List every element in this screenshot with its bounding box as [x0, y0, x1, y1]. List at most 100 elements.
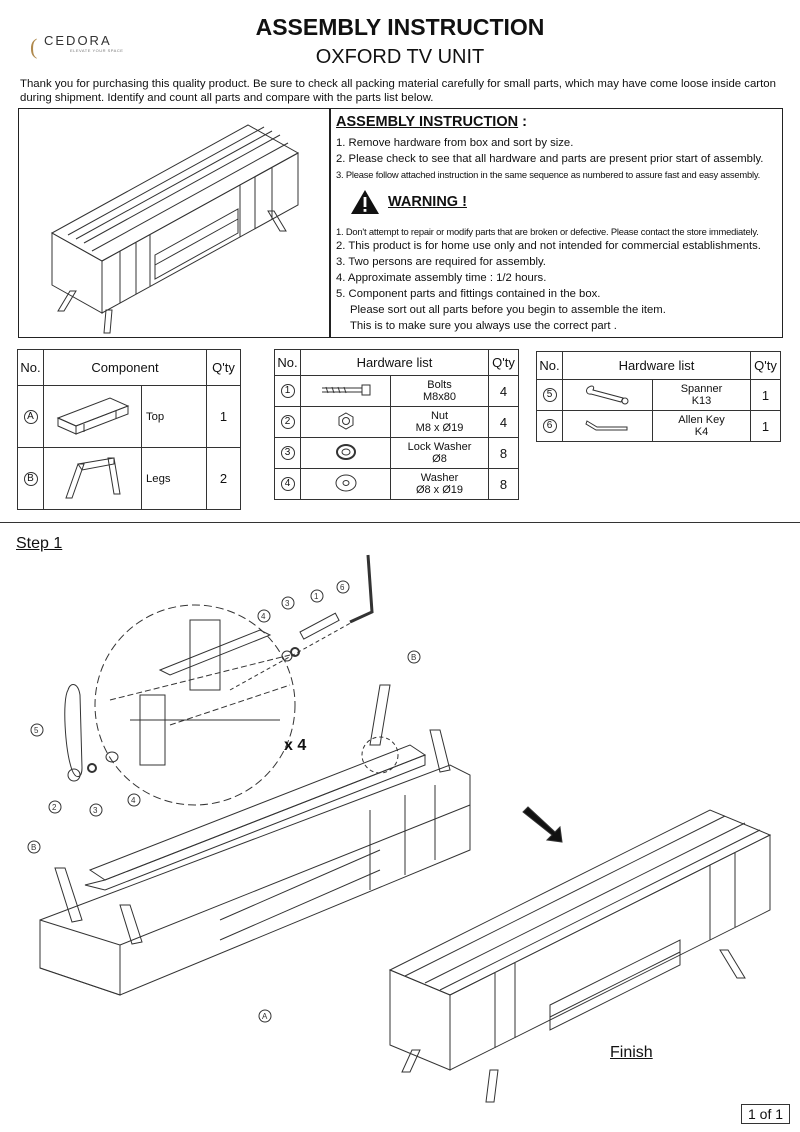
tv-unit-illustration: [50, 124, 300, 334]
hardware-qty: 4: [488, 375, 519, 407]
callout-a: A: [258, 1009, 272, 1023]
warning-item: 5. Component parts and fittings containe…: [336, 288, 601, 300]
brand-name: CEDORA: [44, 33, 112, 48]
svg-text:A: A: [262, 1012, 268, 1021]
finished-unit: [388, 809, 772, 996]
part-id: 3: [280, 446, 295, 460]
instructions-heading: ASSEMBLY INSTRUCTION :: [336, 114, 527, 130]
component-table: No. Component Q'ty A Top 1 B Legs 2: [17, 349, 241, 510]
callout-1: 1: [310, 589, 324, 603]
section-divider: [0, 522, 800, 523]
intro-text: Thank you for purchasing this quality pr…: [20, 78, 776, 104]
column-header-qty: Q'ty: [488, 349, 519, 376]
part-id: 4: [280, 477, 295, 491]
hardware-name: Bolts: [427, 379, 452, 391]
part-id: B: [23, 471, 38, 486]
part-id: 6: [542, 419, 557, 433]
warning-item: 3. Two persons are required for assembly…: [336, 256, 546, 268]
hardware-spec: K4: [694, 426, 709, 438]
document-title: ASSEMBLY INSTRUCTION: [255, 14, 545, 40]
instruction-step: 1. Remove hardware from box and sort by …: [336, 137, 574, 149]
svg-text:2: 2: [52, 803, 57, 812]
hardware-spec: K13: [691, 395, 712, 407]
spanner-part: [64, 684, 83, 777]
svg-text:3: 3: [93, 806, 98, 815]
instruction-step: 3. Please follow attached instruction in…: [336, 169, 761, 180]
hardware-name: Washer: [420, 472, 459, 484]
part-id: 5: [542, 388, 557, 402]
warning-triangle-icon: [351, 190, 379, 214]
svg-text:1: 1: [314, 592, 319, 601]
svg-text:B: B: [31, 843, 36, 852]
callout-4: 4: [257, 609, 271, 623]
allen-key-part: [349, 554, 374, 624]
hardware-spec: Ø8: [432, 453, 447, 465]
svg-text:5: 5: [34, 726, 39, 735]
svg-text:B: B: [411, 653, 416, 662]
part-id: 1: [280, 384, 295, 398]
instruction-step: 2. Please check to see that all hardware…: [336, 153, 764, 165]
hardware-name: Lock Washer: [407, 441, 472, 453]
part-name: Legs: [141, 447, 207, 510]
brand-tagline: ELEVATE YOUR SPACE: [70, 48, 124, 53]
column-header-qty: Q'ty: [750, 351, 781, 380]
detail-zoom-circle: [94, 604, 296, 806]
lock-washer-part: [290, 647, 300, 657]
part-qty: 2: [206, 447, 241, 510]
bolt-icon: [321, 384, 370, 395]
column-header-no: No.: [274, 349, 301, 376]
warning-item: 1. Don't attempt to repair or modify par…: [336, 226, 759, 237]
brand-logo: ( CEDORA ELEVATE YOUR SPACE: [30, 30, 140, 59]
product-illustration-frame: [18, 108, 330, 338]
document-subtitle: OXFORD TV UNIT: [315, 46, 485, 68]
bolt-part: [299, 612, 340, 640]
exploded-assembly-diagram: 1 3 4 6 5 2 3 4 B B A x 4: [27, 554, 772, 1103]
svg-text:6: 6: [340, 583, 345, 592]
callout-4b: 4: [127, 793, 141, 807]
svg-text:4: 4: [131, 796, 136, 805]
hardware-qty: 1: [750, 410, 781, 442]
direction-arrow-icon: [522, 806, 563, 843]
hardware-qty: 1: [750, 379, 781, 411]
column-header-component: Component: [43, 349, 207, 386]
legs-icon: [64, 457, 121, 499]
allen-key-icon: [584, 419, 627, 430]
step-label: Step 1: [16, 535, 63, 552]
callout-b-left: B: [27, 840, 41, 854]
part-image: [43, 385, 142, 448]
callout-3: 3: [281, 596, 295, 610]
callout-3b: 3: [89, 803, 103, 817]
part-id: A: [23, 409, 38, 424]
warning-heading: WARNING !: [388, 194, 467, 210]
page-number: 1 of 1: [741, 1104, 791, 1124]
multiplier-label: x 4: [284, 737, 306, 754]
column-header-qty: Q'ty: [206, 349, 241, 386]
warning-item: 2. This product is for home use only and…: [336, 240, 761, 252]
washer-icon: [335, 474, 356, 491]
column-header-hardware: Hardware list: [300, 349, 489, 376]
callout-5: 5: [30, 723, 44, 737]
nut-icon: [338, 411, 353, 430]
hardware-qty: 8: [488, 468, 519, 500]
warning-item: This is to make sure you always use the …: [350, 320, 617, 332]
callout-6: 6: [336, 580, 350, 594]
table-row: B Legs 2: [17, 447, 241, 510]
hardware-spec: Ø8 x Ø19: [415, 484, 464, 496]
column-header-hardware: Hardware list: [562, 351, 751, 380]
svg-text:3: 3: [285, 599, 290, 608]
column-header-no: No.: [536, 351, 563, 380]
hardware-qty: 8: [488, 437, 519, 469]
hardware-name: Spanner: [680, 383, 723, 395]
part-id: 2: [280, 415, 295, 429]
column-header-no: No.: [17, 349, 44, 386]
part-qty: 1: [206, 385, 241, 448]
leg-part: [369, 684, 391, 746]
spanner-icon: [585, 385, 628, 404]
callout-2: 2: [48, 800, 62, 814]
